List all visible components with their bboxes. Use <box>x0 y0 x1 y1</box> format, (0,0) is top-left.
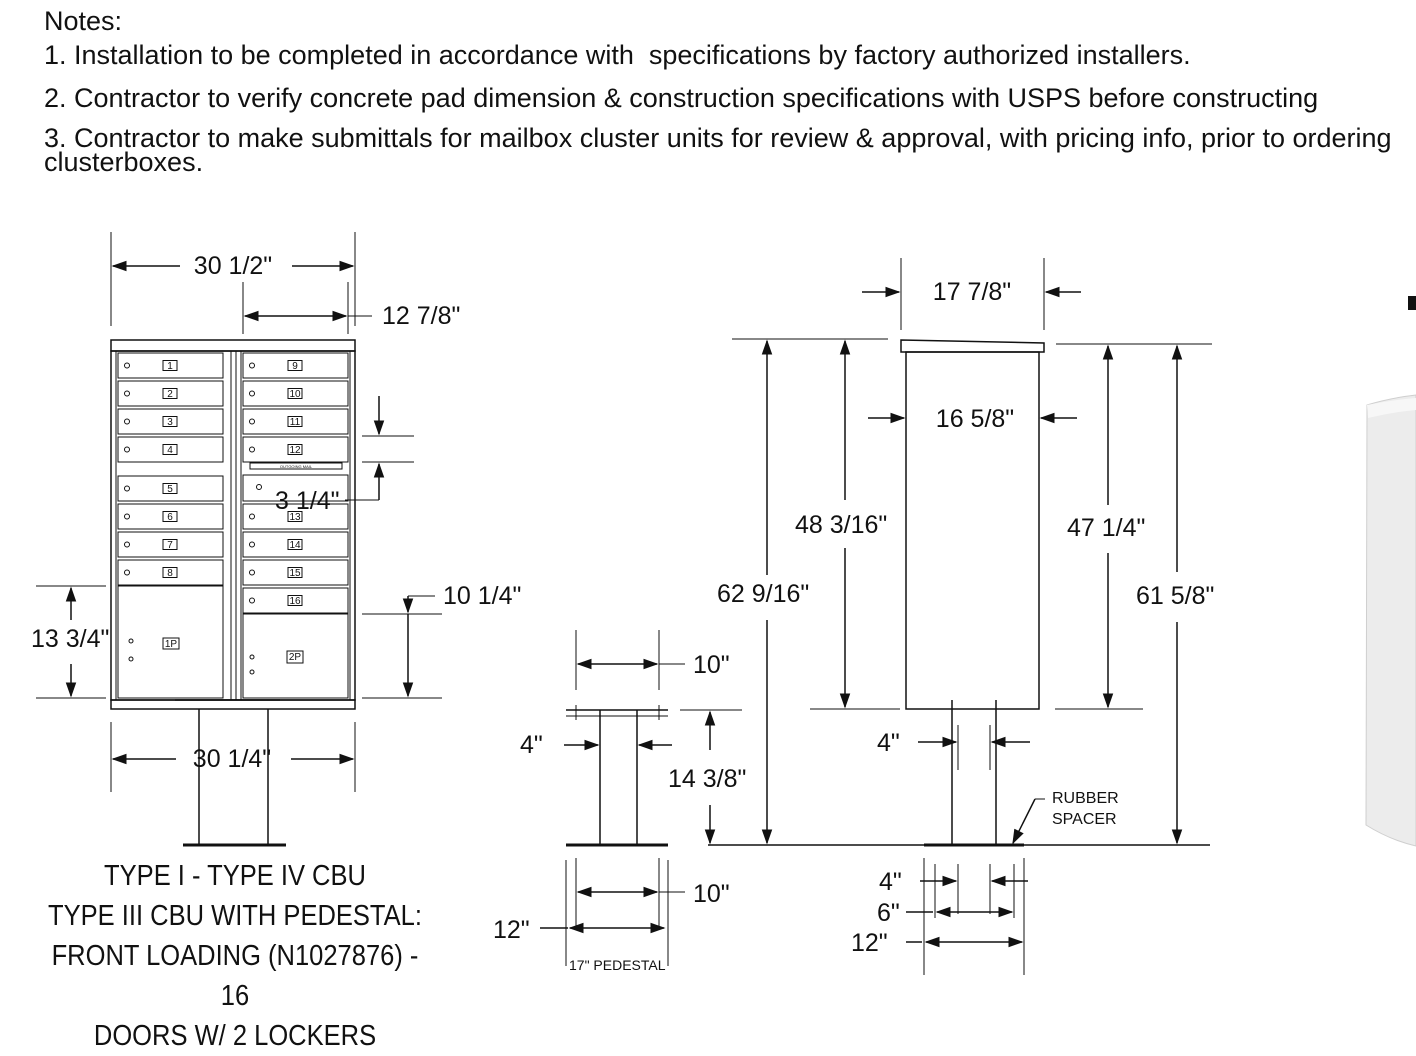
dim-body-height-right: 47 1/4" <box>1067 514 1145 542</box>
dim-overall-width: 30 1/2" <box>194 252 272 280</box>
door-number: 10 <box>289 389 301 400</box>
dim-foot-1: 4" <box>879 868 902 896</box>
mailbox-door: 10 <box>242 380 349 407</box>
outgoing-label: OUTGOING MAIL <box>280 464 313 469</box>
pedestal-label: 17" PEDESTAL <box>569 957 666 973</box>
door-number: 15 <box>289 568 301 579</box>
door-number: 1 <box>167 361 173 372</box>
mailbox-door: 1 <box>117 352 224 379</box>
notes-block: Notes: 1. Installation to be completed i… <box>44 6 1404 177</box>
door-number: 7 <box>167 540 173 551</box>
mailbox-door: 11 <box>242 408 349 435</box>
dim-top-depth: 17 7/8" <box>933 278 1011 306</box>
dim-locker-left: 13 3/4" <box>31 625 109 653</box>
door-number: 16 <box>289 596 301 607</box>
door-number: 14 <box>289 540 301 551</box>
doors-left: 1 2 3 4 5 6 7 8 <box>117 352 224 586</box>
locker-right-label: 2P <box>289 652 302 663</box>
side-top-cap <box>900 339 1045 353</box>
note-item: 2. Contractor to verify concrete pad dim… <box>44 83 1319 113</box>
dim-body-height-left: 48 3/16" <box>795 511 887 539</box>
rubber-label-1: RUBBER <box>1052 790 1119 807</box>
cabinet-top <box>110 339 356 352</box>
mailbox-door: 5 <box>117 475 224 502</box>
side-body <box>905 351 1040 710</box>
mailbox-door: 7 <box>117 531 224 558</box>
doors-right: 9 10 11 12 13 14 15 16 <box>242 352 349 614</box>
door-number: 9 <box>292 361 298 372</box>
mailbox-door: 8 <box>117 559 224 586</box>
mailbox-door: 2 <box>117 380 224 407</box>
mailbox-door: 4 <box>117 436 224 463</box>
door-number: 8 <box>167 568 173 579</box>
rubber-label-2: SPACER <box>1052 811 1117 828</box>
door-number: 2 <box>167 389 173 400</box>
dim-overall-height-right: 61 5/8" <box>1136 582 1214 610</box>
cabinet-body <box>110 350 356 701</box>
caption-line: DOORS W/ 2 LOCKERS <box>93 1020 377 1052</box>
dim-locker-right: 10 1/4" <box>443 582 521 610</box>
door-number: 13 <box>289 512 301 523</box>
mailbox-door: 15 <box>242 559 349 586</box>
caption-line: TYPE I - TYPE IV CBU <box>104 860 366 892</box>
dim-pedestal-base: 10" <box>693 880 730 908</box>
door-number: 6 <box>167 512 173 523</box>
dim-pedestal-post: 4" <box>520 731 543 759</box>
dim-side-post: 4" <box>877 729 900 757</box>
dim-foot-3: 12" <box>851 929 888 957</box>
dim-body-depth: 16 5/8" <box>936 405 1014 433</box>
locker-right <box>242 613 349 699</box>
dim-base-width: 30 1/4" <box>193 745 271 773</box>
pedestal-view: 10" 4" 14 3/8" 10" 12" 17" PEDESTAL <box>493 630 746 973</box>
dim-pedestal-height: 14 3/8" <box>668 765 746 793</box>
product-photo <box>1365 296 1416 847</box>
mailbox-door: 6 <box>117 503 224 530</box>
door-number: 12 <box>289 445 301 456</box>
mailbox-door: 12 <box>242 436 349 463</box>
dim-overall-height-left: 62 9/16" <box>717 580 809 608</box>
door-number: 11 <box>290 417 301 428</box>
side-view: 17 7/8" 16 5/8" 48 3/16" 62 9/16" 47 1/4… <box>708 258 1214 975</box>
caption-line: FRONT LOADING (N1027876) - 16 <box>51 940 419 1012</box>
cabinet-base <box>110 699 356 710</box>
door-number: 4 <box>167 445 173 456</box>
note-item: 3. Contractor to make submittals for mai… <box>44 123 1400 177</box>
dim-foot-2: 6" <box>877 899 900 927</box>
door-number: 5 <box>167 484 173 495</box>
door-number: 3 <box>167 417 173 428</box>
locker-left <box>117 585 224 699</box>
dim-pedestal-depth: 12" <box>493 916 530 944</box>
outgoing-slot <box>249 462 343 470</box>
mailbox-door: 9 <box>242 352 349 379</box>
mailbox-door: 14 <box>242 531 349 558</box>
mailbox-door: 3 <box>117 408 224 435</box>
dim-pedestal-top: 10" <box>693 651 730 679</box>
locker-left-label: 1P <box>165 639 178 650</box>
outgoing-door <box>242 474 349 502</box>
mailbox-door: 13 <box>242 503 349 530</box>
dim-half-width: 12 7/8" <box>382 302 460 330</box>
drawing-caption: TYPE I - TYPE IV CBU TYPE III CBU WITH P… <box>10 856 460 1056</box>
note-item: 1. Installation to be completed in accor… <box>44 40 1191 70</box>
dim-door-height: 3 1/4" <box>275 487 339 515</box>
caption-line: TYPE III CBU WITH PEDESTAL: <box>48 900 422 932</box>
mailbox-door: 16 <box>242 587 349 614</box>
notes-title: Notes: <box>44 6 123 36</box>
